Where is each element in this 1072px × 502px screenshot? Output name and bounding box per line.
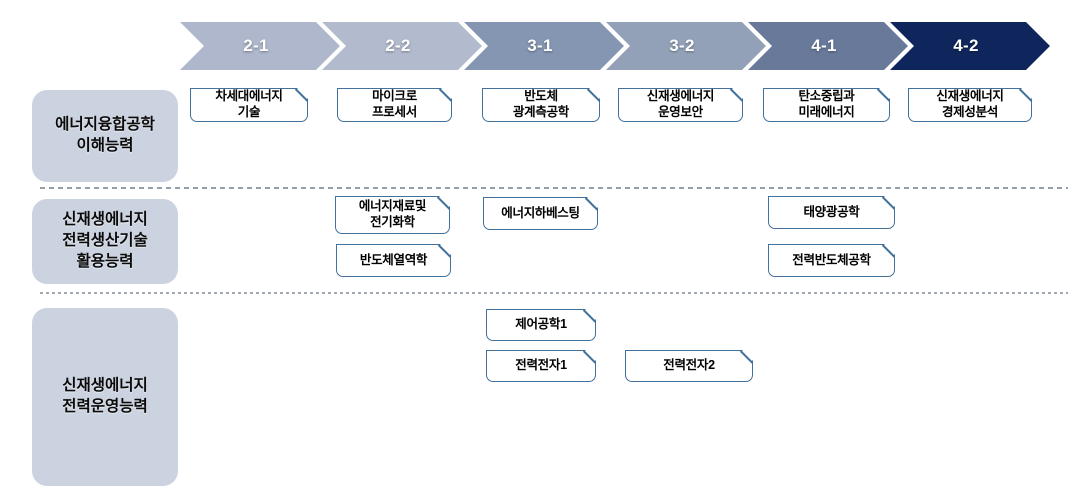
semester-timeline: 2-1 2-2 3-1 3-2 4-1 4-2 (180, 22, 1050, 70)
course-label: 신재생에너지 경제성분석 (936, 89, 1004, 119)
semester-label: 4-2 (953, 36, 979, 55)
course-box: 제어공학1 (486, 309, 596, 341)
semester-label: 2-1 (243, 36, 269, 55)
semester-label: 3-1 (527, 36, 553, 55)
course-box: 에너지하베스팅 (483, 197, 598, 230)
course-box: 태양광공학 (768, 196, 895, 229)
course-label: 에너지하베스팅 (501, 205, 580, 220)
capability-box-power-operation: 신재생에너지 전력운영능력 (32, 308, 178, 486)
course-box: 탄소중립과 미래에너지 (763, 88, 890, 122)
semester-chevron-2-2: 2-2 (322, 22, 482, 70)
course-box: 전력전자2 (625, 350, 753, 382)
course-box: 차세대에너지 기술 (190, 88, 308, 122)
course-label: 차세대에너지 기술 (215, 89, 283, 119)
course-box: 반도체열역학 (336, 244, 451, 277)
course-label: 제어공학1 (515, 317, 567, 332)
course-box: 신재생에너지 경제성분석 (908, 88, 1032, 122)
capability-label: 에너지융합공학 이해능력 (55, 116, 155, 154)
course-label: 전력전자2 (663, 358, 715, 373)
course-label: 반도체 광계측공학 (512, 89, 569, 119)
course-label: 탄소중립과 미래에너지 (798, 89, 855, 119)
semester-label: 4-1 (811, 36, 837, 55)
semester-chevron-4-2: 4-2 (890, 22, 1050, 70)
semester-chevron-4-1: 4-1 (748, 22, 908, 70)
capability-label: 신재생에너지 전력운영능력 (62, 377, 148, 415)
course-label: 전력반도체공학 (792, 252, 871, 267)
course-box: 반도체 광계측공학 (482, 88, 600, 122)
semester-chevron-3-1: 3-1 (464, 22, 624, 70)
row-divider (40, 292, 1068, 294)
course-label: 신재생에너지 운영보안 (646, 89, 715, 119)
course-label: 전력전자1 (515, 358, 567, 373)
course-box: 에너지재료및 전기화학 (335, 196, 450, 234)
course-label: 에너지재료및 전기화학 (358, 199, 427, 229)
semester-label: 2-2 (385, 36, 411, 55)
course-box: 신재생에너지 운영보안 (618, 88, 743, 122)
course-label: 반도체열역학 (359, 252, 428, 267)
course-label: 태양광공학 (803, 204, 860, 219)
semester-chevron-2-1: 2-1 (180, 22, 340, 70)
course-box: 전력전자1 (486, 350, 596, 382)
semester-chevron-3-2: 3-2 (606, 22, 766, 70)
course-box: 전력반도체공학 (768, 244, 895, 277)
course-label: 마이크로 프로세서 (372, 89, 417, 119)
course-box: 마이크로 프로세서 (337, 88, 452, 122)
capability-box-energy-convergence: 에너지융합공학 이해능력 (32, 90, 178, 182)
capability-box-power-production: 신재생에너지 전력생산기술 활용능력 (32, 199, 178, 284)
row-divider (40, 187, 1068, 189)
semester-label: 3-2 (669, 36, 695, 55)
capability-label: 신재생에너지 전력생산기술 활용능력 (62, 211, 148, 270)
